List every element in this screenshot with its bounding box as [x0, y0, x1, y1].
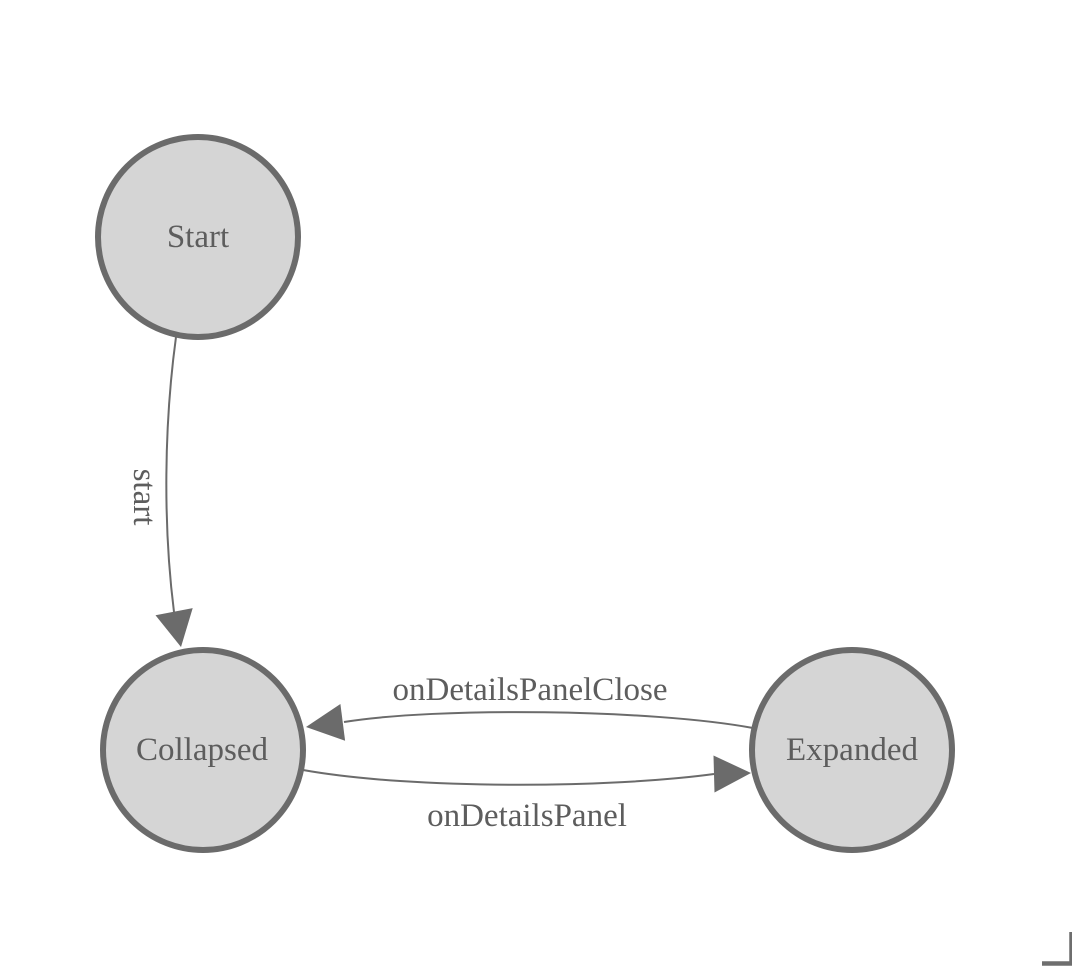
state-node-collapsed[interactable]: Collapsed [100, 647, 306, 853]
transition-start-to-collapsed[interactable]: start [126, 336, 193, 647]
arrowhead-right-icon [713, 755, 751, 793]
state-node-start[interactable]: Start [95, 134, 301, 340]
transition-label-ondetailspanel: onDetailsPanel [427, 798, 627, 834]
state-node-expanded[interactable]: Expanded [749, 647, 955, 853]
canvas-corner-mark [1042, 932, 1072, 966]
transition-expanded-to-collapsed-line[interactable] [343, 711, 754, 729]
state-label-collapsed: Collapsed [136, 732, 268, 768]
transition-collapsed-to-expanded-line[interactable] [302, 769, 715, 786]
arrowhead-left-icon [306, 704, 346, 741]
state-circle-collapsed[interactable] [100, 647, 306, 853]
state-circle-start[interactable] [95, 134, 301, 340]
transition-label-start: start [126, 469, 162, 526]
transition-expanded-to-collapsed[interactable]: onDetailsPanelClose [306, 672, 754, 741]
state-circle-expanded[interactable] [749, 647, 955, 853]
transition-collapsed-to-expanded[interactable]: onDetailsPanel [302, 755, 751, 835]
state-label-start: Start [167, 219, 229, 255]
arrowhead-down-icon [155, 608, 193, 647]
transition-label-ondetailspanelclose: onDetailsPanelClose [393, 672, 668, 708]
transition-start-to-collapsed-line[interactable] [165, 336, 177, 613]
state-label-expanded: Expanded [786, 732, 918, 768]
